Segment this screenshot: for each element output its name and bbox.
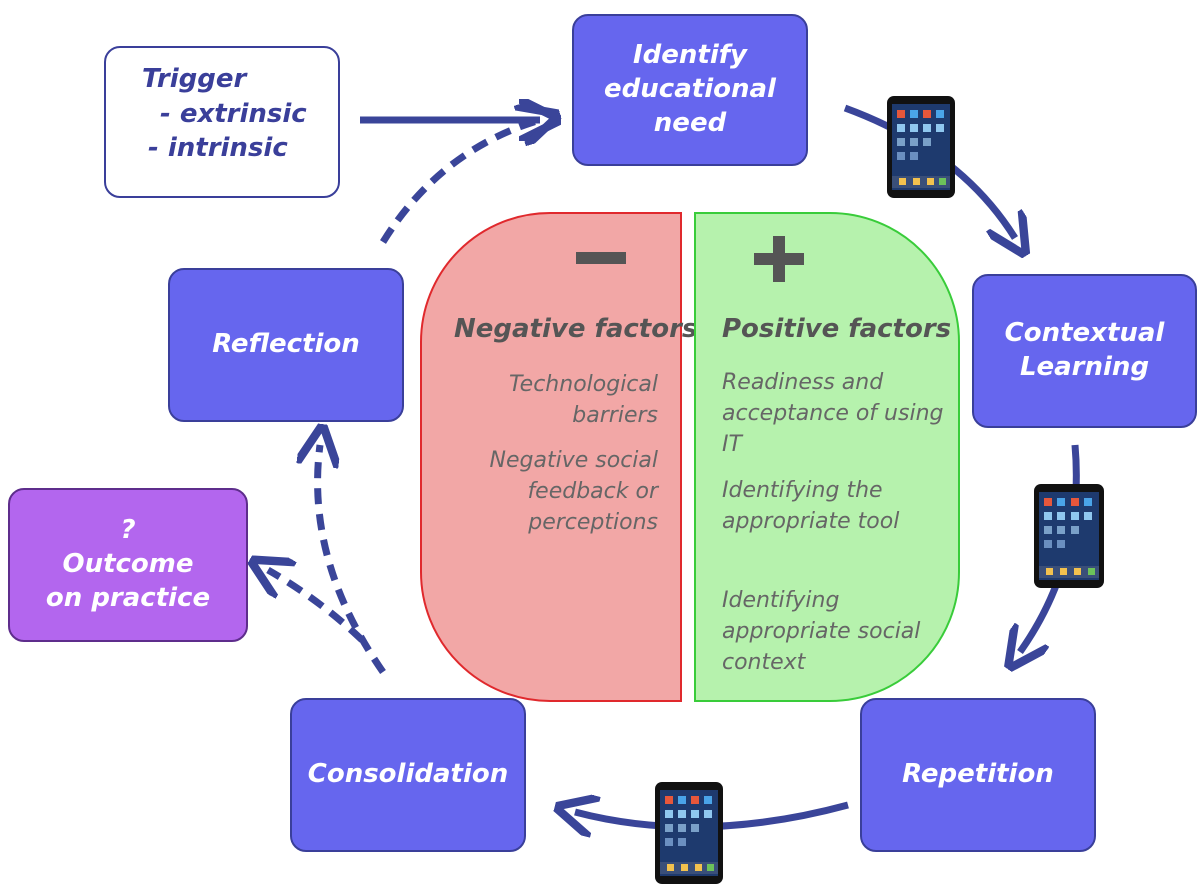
negative-factors-panel (420, 212, 682, 702)
positive-item-tool: Identifying the appropriate tool (722, 476, 952, 538)
repetition-box: Repetition (860, 698, 1096, 852)
positive-item-line: context (722, 649, 806, 675)
positive-item-line: appropriate social (722, 618, 921, 644)
positive-item-line: appropriate tool (722, 508, 900, 534)
positive-factors-panel (694, 212, 960, 702)
tablet-icon (887, 96, 955, 198)
outcome-question: ? (120, 515, 136, 546)
identify-need-box: Identify educational need (572, 14, 808, 166)
arrow-consolidation-to-outcome (268, 570, 365, 643)
reflection-label: Reflection (212, 329, 360, 360)
consolidation-label: Consolidation (307, 759, 509, 790)
contextual-line-2: Learning (1019, 352, 1150, 382)
arrow-reflection-to-identify (380, 120, 540, 244)
positive-item-readiness: Readiness and acceptance of using IT (722, 368, 952, 460)
negative-item-technological: Technological barriers (446, 370, 658, 432)
trigger-box: Trigger - extrinsic - intrinsic (104, 46, 340, 198)
negative-item-line: Negative social (489, 448, 658, 473)
trigger-title: Trigger (142, 64, 247, 94)
outcome-box: ? Outcome on practice (8, 488, 248, 642)
outcome-line-2: on practice (45, 582, 211, 613)
positive-item-line: Identifying the (722, 478, 883, 503)
positive-item-line: Readiness and (722, 370, 884, 395)
tablet-icon (1034, 484, 1104, 588)
positive-item-line: Identifying (722, 588, 840, 613)
negative-item-social: Negative social feedback or perceptions (430, 446, 658, 538)
negative-item-line: perceptions (528, 509, 658, 535)
plus-icon (754, 236, 804, 282)
contextual-line-1: Contextual (1004, 318, 1165, 349)
repetition-label: Repetition (902, 759, 1054, 790)
arrow-consolidation-to-reflection (318, 445, 386, 674)
trigger-item-intrinsic: - intrinsic (148, 133, 288, 164)
tablet-icon (655, 782, 723, 884)
positive-factors-title: Positive factors (722, 314, 952, 344)
contextual-learning-box: Contextual Learning (972, 274, 1197, 428)
negative-item-line: feedback or (527, 478, 658, 504)
negative-factors-title: Negative factors (454, 314, 698, 344)
negative-item-line: Technological barriers (508, 372, 658, 428)
positive-item-social-context: Identifying appropriate social context (722, 586, 952, 678)
minus-icon (576, 252, 626, 264)
outcome-line-1: Outcome (62, 549, 194, 580)
identify-line-3: need (653, 107, 727, 138)
positive-item-line: acceptance of using IT (722, 400, 944, 457)
trigger-item-extrinsic: - extrinsic (160, 98, 307, 129)
reflection-box: Reflection (168, 268, 404, 422)
identify-line-2: educational (604, 74, 776, 105)
consolidation-box: Consolidation (290, 698, 526, 852)
identify-line-1: Identify (632, 40, 747, 71)
